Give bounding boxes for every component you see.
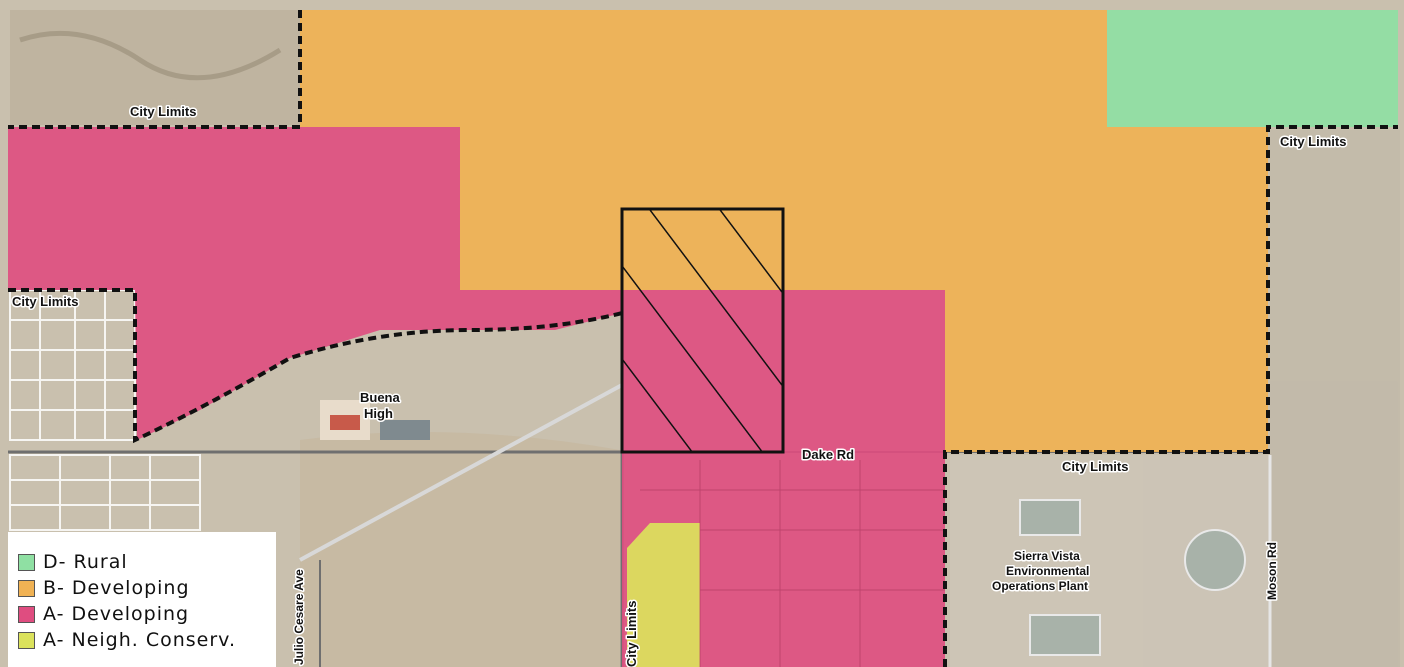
label-buena-high-line2: High bbox=[364, 406, 393, 421]
legend-item-b-developing: B- Developing bbox=[18, 576, 276, 600]
label-plant-line2: Environmental bbox=[1006, 564, 1089, 578]
label-city-limits-top-left: City Limits bbox=[130, 104, 196, 119]
svg-text:Moson Rd: Moson Rd bbox=[1265, 542, 1279, 600]
treatment-plant-ponds bbox=[1019, 499, 1246, 656]
study-area-hatch[interactable] bbox=[622, 209, 783, 452]
svg-text:City Limits: City Limits bbox=[1062, 459, 1128, 474]
svg-text:Sierra Vista: Sierra Vista bbox=[1014, 549, 1080, 563]
svg-text:High: High bbox=[364, 406, 393, 421]
legend-item-neigh-conserv: A- Neigh. Conserv. bbox=[18, 628, 276, 652]
zone-d-rural[interactable] bbox=[1107, 10, 1398, 127]
legend-swatch-b-developing bbox=[18, 579, 35, 597]
svg-text:Julio Cesare Ave: Julio Cesare Ave bbox=[292, 569, 306, 665]
svg-text:City Limits: City Limits bbox=[12, 294, 78, 309]
svg-text:Dake Rd: Dake Rd bbox=[802, 447, 854, 462]
label-city-limits-bottom: City Limits bbox=[1062, 459, 1128, 474]
zone-a-neigh-conserv[interactable] bbox=[627, 523, 700, 667]
legend-swatch-rural bbox=[18, 553, 35, 571]
svg-text:City Limits: City Limits bbox=[624, 601, 639, 667]
legend-label-a-developing: A- Developing bbox=[43, 603, 190, 625]
label-plant-line3: Operations Plant bbox=[992, 579, 1088, 593]
label-moson-rd: Moson Rd bbox=[1265, 542, 1279, 600]
label-cesare-ave: Julio Cesare Ave bbox=[292, 569, 306, 665]
svg-text:Operations Plant: Operations Plant bbox=[992, 579, 1088, 593]
svg-text:City Limits: City Limits bbox=[130, 104, 196, 119]
label-plant-line1: Sierra Vista bbox=[1014, 549, 1080, 563]
study-area-outline bbox=[620, 207, 785, 454]
legend-label-rural: D- Rural bbox=[43, 551, 128, 573]
buena-high-campus bbox=[320, 400, 430, 440]
city-limits-boundary bbox=[8, 10, 1398, 667]
label-city-limits-top-right: City Limits bbox=[1280, 134, 1346, 149]
zone-a-developing-west[interactable] bbox=[8, 127, 622, 440]
label-city-limits-left: City Limits bbox=[12, 294, 78, 309]
legend-item-rural: D- Rural bbox=[18, 550, 276, 574]
label-buena-high-line1: Buena bbox=[360, 390, 401, 405]
legend-label-b-developing: B- Developing bbox=[43, 577, 190, 599]
legend-label-neigh-conserv: A- Neigh. Conserv. bbox=[43, 629, 236, 651]
parcel-lines bbox=[640, 460, 945, 667]
legend-item-a-developing: A- Developing bbox=[18, 602, 276, 626]
svg-text:City Limits: City Limits bbox=[1280, 134, 1346, 149]
label-city-limits-vertical: City Limits bbox=[624, 601, 639, 667]
map-labels: City Limits City Limits City Limits City… bbox=[11, 103, 1348, 667]
svg-text:Buena: Buena bbox=[360, 390, 401, 405]
label-dake-rd: Dake Rd bbox=[802, 447, 854, 462]
legend-swatch-neigh-conserv bbox=[18, 631, 35, 649]
legend-swatch-a-developing bbox=[18, 605, 35, 623]
map-legend: D- Rural B- Developing A- Developing A- … bbox=[8, 532, 276, 667]
svg-text:Environmental: Environmental bbox=[1006, 564, 1089, 578]
